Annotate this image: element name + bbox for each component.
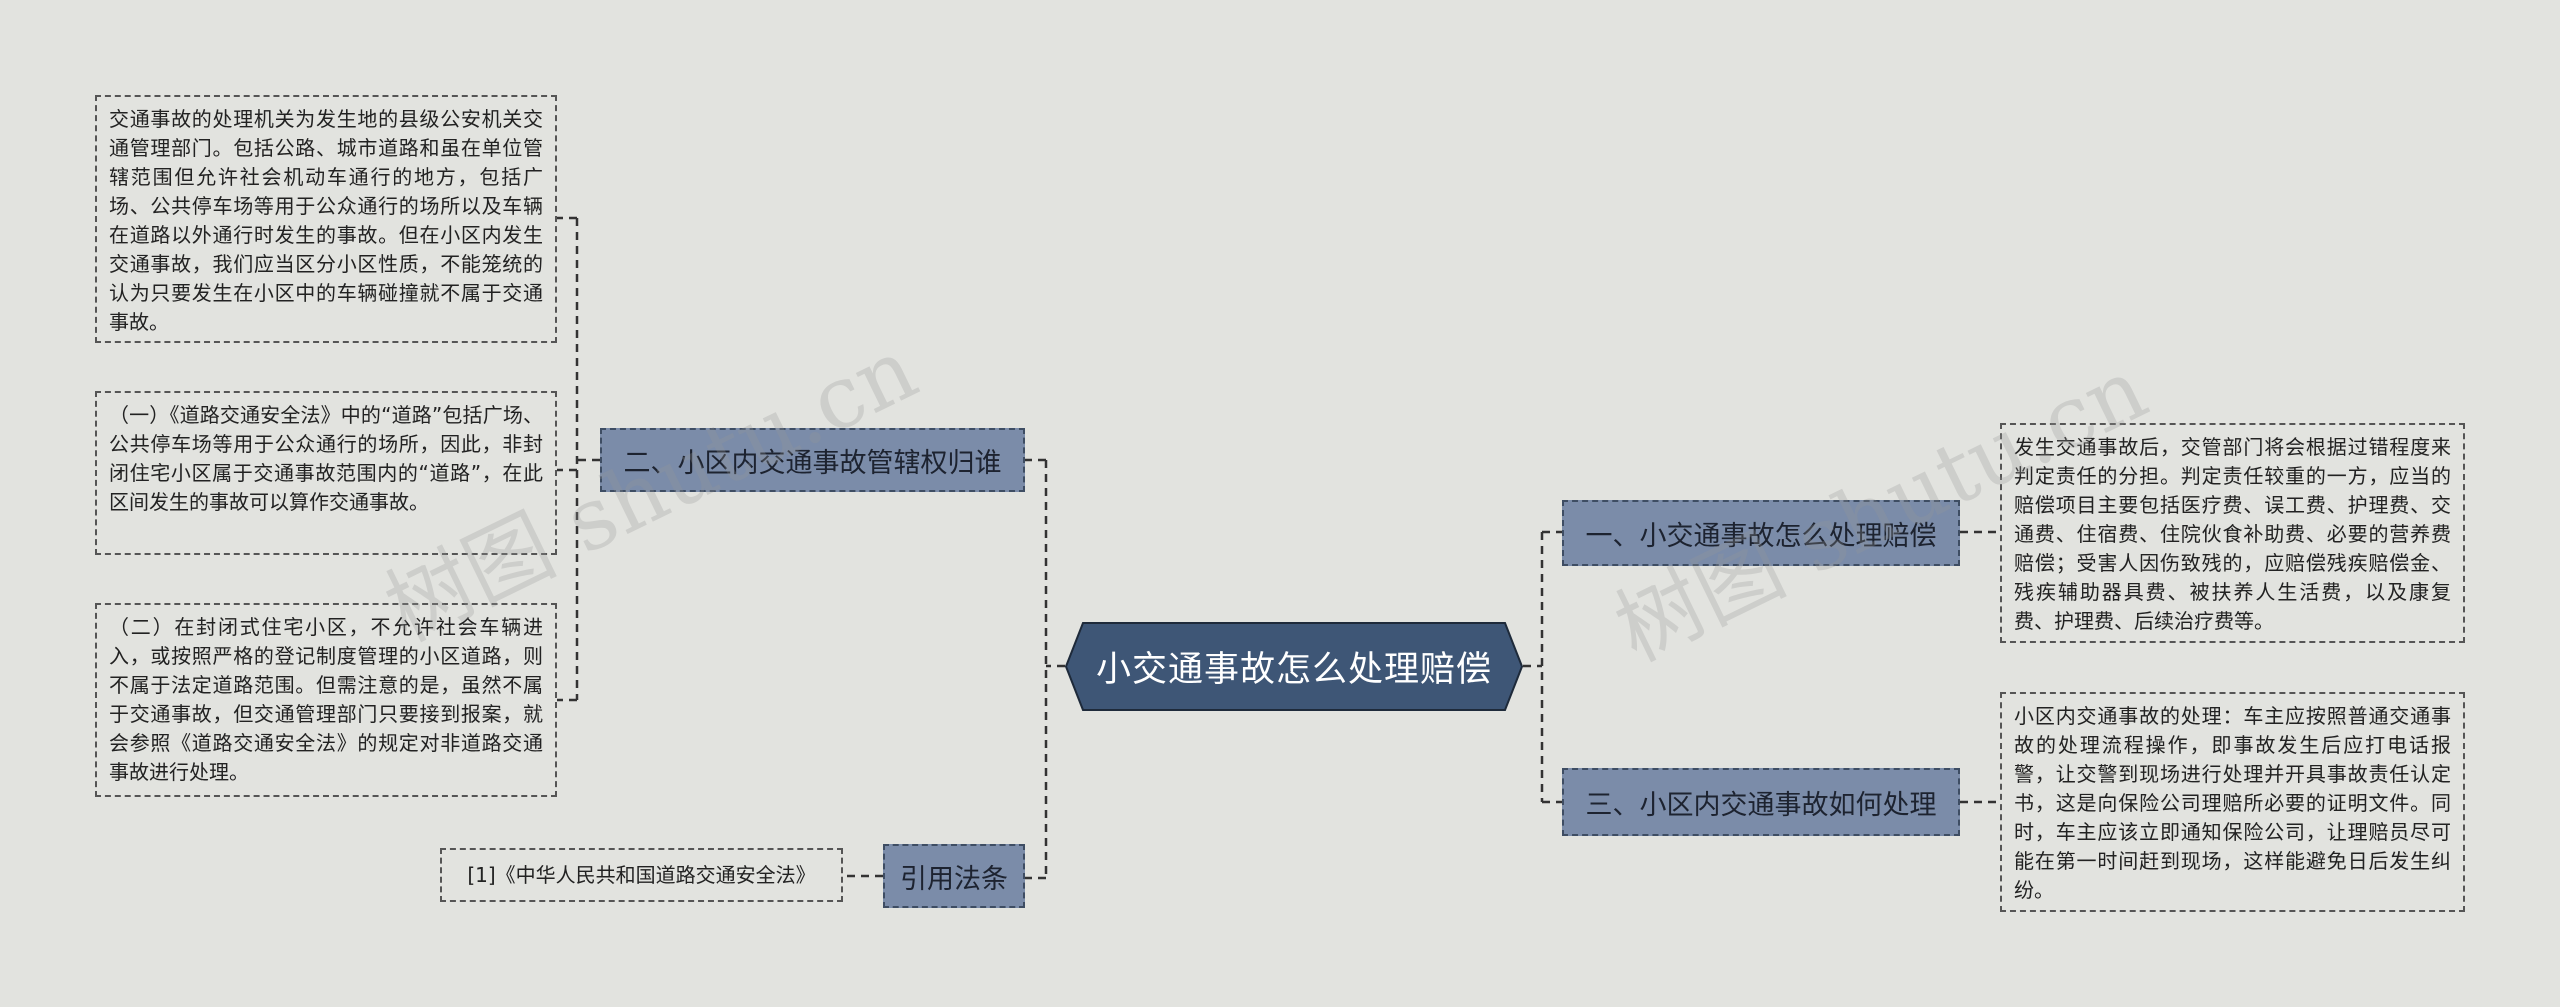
- leaf-law-reference-text: [1]《中华人民共和国道路交通安全法》: [467, 862, 816, 887]
- branch-how-to-compensate-label: 一、小交通事故怎么处理赔偿: [1585, 520, 1937, 552]
- central-topic[interactable]: 小交通事故怎么处理赔偿: [1065, 622, 1523, 711]
- branch-how-to-compensate[interactable]: 一、小交通事故怎么处理赔偿: [1562, 500, 1960, 566]
- leaf-handling-authority: 交通事故的处理机关为发生地的县级公安机关交通管理部门。包括公路、城市道路和虽在单…: [95, 95, 557, 343]
- leaf-closed-community: （二）在封闭式住宅小区，不允许社会车辆进入，或按照严格的登记制度管理的小区道路，…: [95, 603, 557, 797]
- branch-how-to-handle[interactable]: 三、小区内交通事故如何处理: [1562, 768, 1960, 836]
- branch-jurisdiction[interactable]: 二、小区内交通事故管辖权归谁: [600, 428, 1025, 492]
- leaf-non-closed-community-text: （一）《道路交通安全法》中的“道路”包括广场、公共停车场等用于公众通行的场所，因…: [109, 403, 543, 514]
- central-topic-label: 小交通事故怎么处理赔偿: [1095, 650, 1492, 690]
- leaf-compensation-items-text: 发生交通事故后，交管部门将会根据过错程度来判定责任的分担。判定责任较重的一方，应…: [2014, 435, 2451, 633]
- leaf-handling-authority-text: 交通事故的处理机关为发生地的县级公安机关交通管理部门。包括公路、城市道路和虽在单…: [109, 107, 543, 334]
- leaf-law-reference[interactable]: [1]《中华人民共和国道路交通安全法》: [440, 848, 843, 902]
- leaf-handling-procedure: 小区内交通事故的处理：车主应按照普通交通事故的处理流程操作，即事故发生后应打电话…: [2000, 692, 2465, 912]
- branch-cited-law[interactable]: 引用法条: [883, 844, 1025, 908]
- branch-jurisdiction-label: 二、小区内交通事故管辖权归谁: [623, 447, 1002, 479]
- leaf-compensation-items: 发生交通事故后，交管部门将会根据过错程度来判定责任的分担。判定责任较重的一方，应…: [2000, 423, 2465, 643]
- branch-how-to-handle-label: 三、小区内交通事故如何处理: [1585, 789, 1937, 821]
- leaf-closed-community-text: （二）在封闭式住宅小区，不允许社会车辆进入，或按照严格的登记制度管理的小区道路，…: [109, 615, 543, 784]
- central-topic-shape: [1065, 622, 1523, 711]
- leaf-handling-procedure-text: 小区内交通事故的处理：车主应按照普通交通事故的处理流程操作，即事故发生后应打电话…: [2014, 704, 2451, 902]
- leaf-non-closed-community: （一）《道路交通安全法》中的“道路”包括广场、公共停车场等用于公众通行的场所，因…: [95, 391, 557, 555]
- branch-cited-law-label: 引用法条: [900, 863, 1008, 895]
